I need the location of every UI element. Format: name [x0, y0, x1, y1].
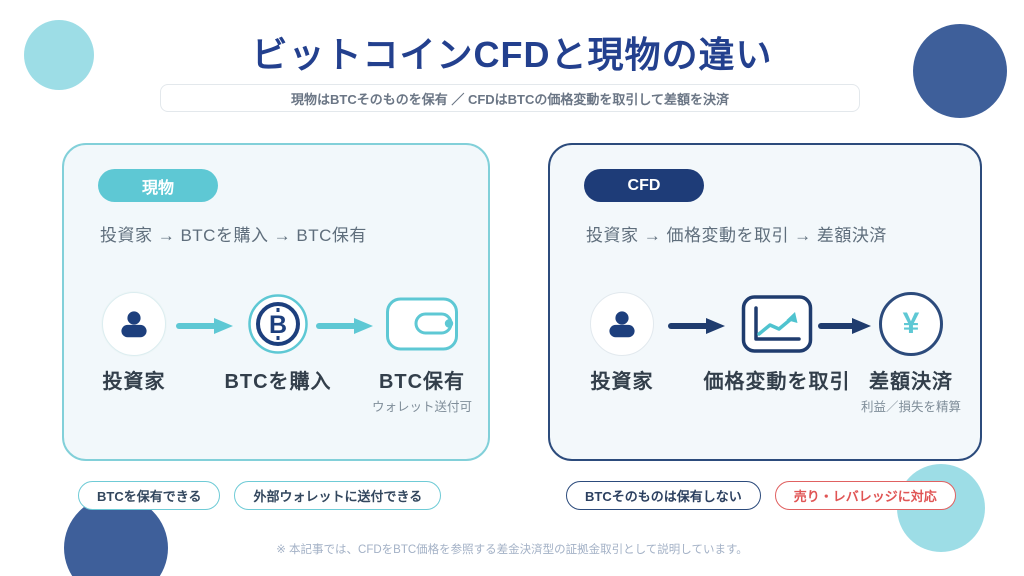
step-sublabel: 利益／損失を精算 [860, 400, 961, 414]
subtitle-bar: 現物はBTCそのものを保有 ／ CFDはBTCの価格変動を取引して差額を決済 [160, 84, 860, 112]
yen-symbol: ¥ [902, 307, 920, 340]
yen-settlement-icon: ¥ [879, 292, 943, 356]
cfd-card: CFD 投資家 → 価格変動を取引 → 差額決済 投資家 [548, 143, 982, 461]
flow-arrow-icon [668, 317, 726, 340]
svg-text:B: B [269, 311, 287, 339]
cfd-step-settlement: ¥ 差額決済 利益／損失を精算 [850, 291, 972, 415]
cfd-tags: BTCそのものは保有しない 売り・レバレッジに対応 [566, 481, 956, 510]
flow-arrow-icon [176, 317, 234, 340]
step-label: 差額決済 [869, 371, 953, 393]
step-label: 投資家 [102, 371, 166, 393]
spot-card: 現物 投資家 → BTCを購入 → BTC保有 投資家 [62, 143, 490, 461]
cfd-badge: CFD [584, 169, 704, 202]
decor-circle-top-right [913, 24, 1007, 118]
flow-arrow-icon [818, 317, 872, 340]
wallet-icon [386, 297, 458, 351]
step-label: BTC保有 [378, 371, 466, 393]
price-chart-icon [741, 295, 813, 353]
spot-tag-external-wallet: 外部ウォレットに送付できる [234, 481, 442, 510]
investor-icon [590, 292, 654, 356]
spot-step-hold-btc: BTC保有 ウォレット送付可 [360, 291, 484, 415]
spot-tag-hold-btc: BTCを保有できる [78, 481, 221, 510]
cfd-tag-short-leverage: 売り・レバレッジに対応 [774, 481, 956, 510]
spot-step-buy-btc: B BTCを購入 [220, 291, 336, 394]
step-label: BTCを購入 [224, 371, 332, 393]
spot-tags: BTCを保有できる 外部ウォレットに送付できる [78, 481, 442, 510]
step-label: 投資家 [590, 371, 654, 393]
spot-badge: 現物 [98, 169, 218, 202]
cfd-step-trade-price: 価格変動を取引 [690, 291, 864, 394]
step-label: 価格変動を取引 [703, 371, 851, 393]
step-sublabel: ウォレット送付可 [371, 400, 472, 414]
investor-icon [102, 292, 166, 356]
cfd-flow-text: 投資家 → 価格変動を取引 → 差額決済 [586, 226, 887, 245]
footnote: ※ 本記事では、CFDをBTC価格を参照する差金決済型の証拠金取引として説明して… [276, 544, 748, 556]
decor-circle-top-left [24, 20, 94, 90]
cfd-tag-no-btc: BTCそのものは保有しない [566, 481, 761, 510]
subtitle-text: 現物はBTCそのものを保有 ／ CFDはBTCの価格変動を取引して差額を決済 [291, 91, 729, 107]
page-title: ビットコインCFDと現物の違い [251, 34, 773, 75]
spot-step-investor: 投資家 [82, 291, 186, 394]
cfd-step-investor: 投資家 [570, 291, 674, 394]
bitcoin-coin-icon: B [248, 294, 308, 354]
spot-flow-text: 投資家 → BTCを購入 → BTC保有 [100, 226, 367, 245]
flow-arrow-icon [316, 317, 374, 340]
